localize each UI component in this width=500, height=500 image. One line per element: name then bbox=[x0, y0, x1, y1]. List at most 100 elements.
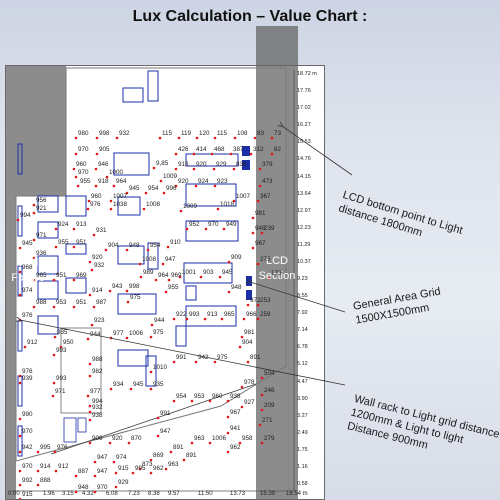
grid-callout: General Area Grid 1500X1500mm bbox=[352, 285, 444, 328]
y-axis-tick: 10.37 bbox=[297, 258, 311, 265]
y-axis-tick: 1.75 bbox=[297, 446, 308, 453]
lux-value: 836 bbox=[236, 161, 247, 168]
measurement-point bbox=[18, 246, 22, 250]
lux-value: 960 bbox=[91, 193, 102, 200]
lux-value: 955 bbox=[168, 284, 179, 291]
lux-value: 918 bbox=[98, 178, 109, 185]
measurement-point bbox=[93, 490, 97, 494]
lux-value: 964 bbox=[158, 272, 169, 279]
measurement-point bbox=[190, 441, 194, 445]
y-axis-tick: 17.76 bbox=[297, 88, 311, 95]
lux-value: 969 bbox=[171, 272, 182, 279]
lux-value: 966 bbox=[246, 311, 257, 318]
lux-value: 950 bbox=[63, 339, 74, 346]
lux-value: 954 bbox=[150, 242, 161, 249]
lux-value: 982 bbox=[92, 368, 103, 375]
measurement-point bbox=[149, 370, 153, 374]
lux-value: 976 bbox=[57, 444, 68, 451]
measurement-point bbox=[213, 184, 217, 188]
lux-value: 955 bbox=[58, 239, 69, 246]
lux-value: 989 bbox=[143, 269, 154, 276]
lux-value: 929 bbox=[118, 479, 129, 486]
measurement-point bbox=[213, 136, 217, 140]
lux-value: 259 bbox=[260, 311, 271, 318]
measurement-point bbox=[54, 469, 58, 473]
measurement-point bbox=[95, 152, 99, 156]
measurement-point bbox=[74, 152, 78, 156]
measurement-point bbox=[149, 471, 153, 475]
lux-value: 173 bbox=[271, 270, 282, 277]
measurement-point bbox=[227, 290, 231, 294]
measurement-point bbox=[52, 353, 56, 357]
lcd-section-label: LCD Section bbox=[256, 254, 298, 284]
measurement-point bbox=[199, 275, 203, 279]
measurement-point bbox=[90, 323, 94, 327]
lux-value: 975 bbox=[153, 329, 164, 336]
measurement-point bbox=[194, 184, 198, 188]
measurement-point bbox=[232, 199, 236, 203]
measurement-point bbox=[92, 305, 96, 309]
lux-value: 920 bbox=[112, 435, 123, 442]
measurement-point bbox=[127, 441, 131, 445]
measurement-point bbox=[94, 167, 98, 171]
y-axis-tick: 17.02 bbox=[297, 105, 311, 112]
measurement-point bbox=[88, 260, 92, 264]
measurement-point bbox=[166, 245, 170, 249]
y-axis-tick: 8.55 bbox=[297, 293, 308, 300]
lux-value: 970 bbox=[208, 221, 219, 228]
measurement-point bbox=[258, 423, 262, 427]
measurement-point bbox=[88, 293, 92, 297]
lux-value: 120 bbox=[199, 130, 210, 137]
lux-value: 921 bbox=[36, 205, 47, 212]
measurement-point bbox=[92, 233, 96, 237]
lux-value: 945 bbox=[133, 381, 144, 388]
lux-value: 938 bbox=[92, 412, 103, 419]
measurement-point bbox=[240, 405, 244, 409]
lux-value: 414 bbox=[196, 146, 207, 153]
lux-value: 904 bbox=[242, 339, 253, 346]
lux-value: 935 bbox=[57, 329, 68, 336]
measurement-point bbox=[129, 387, 133, 391]
lux-value: 974 bbox=[116, 454, 127, 461]
measurement-point bbox=[32, 211, 36, 215]
lux-value: 869 bbox=[153, 452, 164, 459]
measurement-point bbox=[86, 207, 90, 211]
lux-value: 253 bbox=[260, 297, 271, 304]
measurement-point bbox=[76, 184, 80, 188]
y-axis-tick: 15.53 bbox=[297, 139, 311, 146]
measurement-point bbox=[108, 289, 112, 293]
lux-value: 239 bbox=[264, 225, 275, 232]
measurement-point bbox=[260, 376, 264, 380]
rack-small bbox=[63, 417, 77, 443]
lux-value: 987 bbox=[96, 299, 107, 306]
measurement-point bbox=[172, 399, 176, 403]
measurement-point bbox=[36, 469, 40, 473]
x-axis-tick: 11.50 bbox=[198, 491, 213, 497]
x-axis-tick: 15.39 bbox=[260, 491, 276, 497]
measurement-point bbox=[260, 231, 264, 235]
lux-value: 981 bbox=[244, 329, 255, 336]
lux-value: 946 bbox=[98, 161, 109, 168]
lux-value: 996 bbox=[166, 185, 177, 192]
measurement-point bbox=[210, 152, 214, 156]
lux-value: 988 bbox=[92, 356, 103, 363]
x-axis-tick: 9.57 bbox=[168, 491, 180, 497]
lux-value: 932 bbox=[119, 130, 130, 137]
lux-value: 915 bbox=[22, 491, 33, 498]
measurement-point bbox=[95, 136, 99, 140]
measurement-point bbox=[54, 245, 58, 249]
lcd-section-band bbox=[256, 26, 298, 499]
measurement-point bbox=[220, 317, 224, 321]
measurement-point bbox=[169, 450, 173, 454]
lux-value: 960 bbox=[212, 393, 223, 400]
lux-value: 977 bbox=[90, 388, 101, 395]
lux-value: 906 bbox=[92, 435, 103, 442]
lux-value: 971 bbox=[36, 232, 47, 239]
lux-value: 379 bbox=[262, 161, 273, 168]
lux-value: 958 bbox=[242, 435, 253, 442]
lux-value: 275 bbox=[260, 256, 271, 263]
lux-value: 971 bbox=[55, 388, 66, 395]
lux-value: 279 bbox=[264, 435, 275, 442]
measurement-point bbox=[72, 167, 76, 171]
